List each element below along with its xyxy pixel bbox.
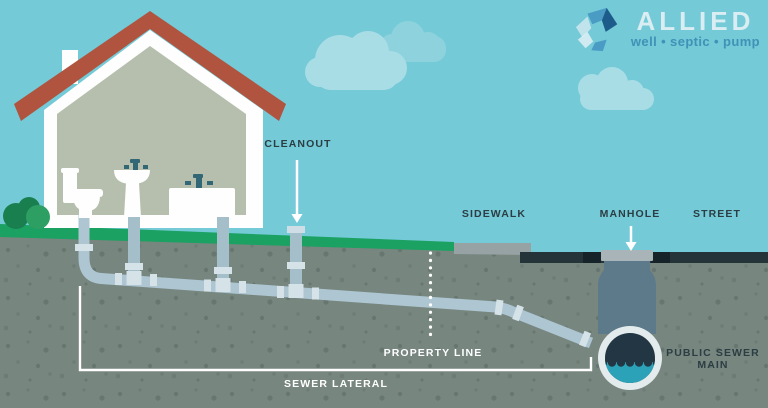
cloud-icon <box>578 67 654 110</box>
house <box>14 11 286 228</box>
drain-pipes <box>75 213 594 349</box>
pipe-fittings <box>75 226 592 348</box>
roof-right <box>150 11 286 121</box>
sewage-water <box>605 362 655 383</box>
allied-logo: ALLIED well • septic • pump <box>574 7 760 53</box>
faucet-icon <box>185 174 213 189</box>
manhole-arrow-down-icon <box>625 226 637 251</box>
recycle-arrows-icon <box>575 7 618 52</box>
public-sewer-main-pipe <box>598 326 662 390</box>
sidewalk-surface <box>454 243 531 255</box>
annotations <box>78 160 637 372</box>
sewer-lateral-bracket <box>78 286 593 372</box>
bush <box>3 197 50 229</box>
logo-tagline: well • septic • pump <box>630 34 760 49</box>
house-floor <box>44 215 263 228</box>
public-sewer-main-label: PUBLIC SEWER MAIN <box>666 347 760 371</box>
sewer-lateral-label: SEWER LATERAL <box>284 378 388 390</box>
faucet-icon <box>124 159 148 171</box>
manhole-shaft <box>598 258 656 334</box>
logo-text: ALLIED well • septic • pump <box>631 7 760 49</box>
toilet <box>61 168 103 218</box>
logo-brand-name: ALLIED <box>636 6 755 36</box>
pedestal-sink <box>114 159 150 217</box>
manhole-frame <box>651 252 670 263</box>
property-line-label: PROPERTY LINE <box>383 347 483 359</box>
roof-left <box>14 11 150 121</box>
bathtub <box>169 174 235 217</box>
manhole-frame <box>583 252 601 263</box>
cloud-icon <box>380 21 446 62</box>
public-sewer-main-line2: MAIN <box>697 359 729 371</box>
cleanout-arrow-down-icon <box>291 160 303 223</box>
manhole-label: MANHOLE <box>599 208 661 220</box>
cloud-icon <box>305 31 407 90</box>
public-sewer-main-line1: PUBLIC SEWER <box>666 347 760 359</box>
manhole-cover <box>601 250 653 261</box>
street-label: STREET <box>692 208 742 220</box>
house-interior-wall <box>57 46 246 215</box>
cleanout-label: CLEANOUT <box>264 138 332 150</box>
sidewalk-label: SIDEWALK <box>461 208 527 220</box>
